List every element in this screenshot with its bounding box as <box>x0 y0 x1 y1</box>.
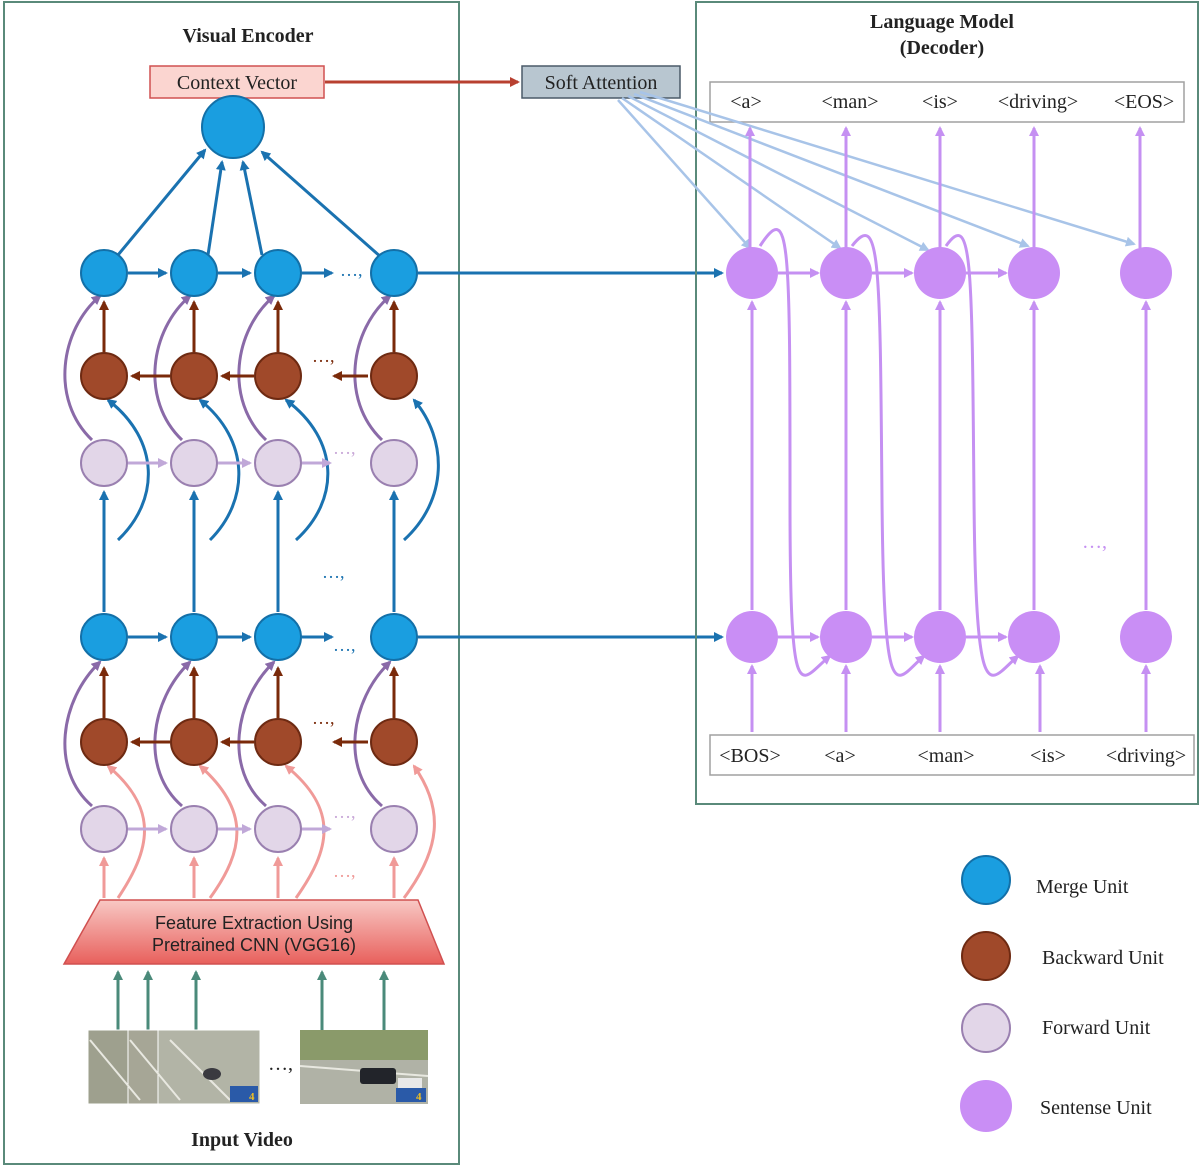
legend: Merge Unit Backward Unit Forward Unit Se… <box>960 855 1164 1132</box>
sentence-unit <box>820 611 872 663</box>
encoder-panel <box>3 1 460 1165</box>
decoder-panel <box>695 1 1199 805</box>
ellipsis-salmon: …, <box>333 861 356 881</box>
decoder-title-line1: Language Model <box>870 11 1014 33</box>
svg-text:4: 4 <box>249 1091 255 1103</box>
feature-extraction-block <box>62 899 446 965</box>
sentence-unit <box>914 611 966 663</box>
forward-unit <box>80 439 128 487</box>
ellipsis-backward-top: …, <box>312 346 335 366</box>
backward-unit <box>254 718 302 766</box>
forward-unit <box>80 805 128 853</box>
output-token-box <box>709 81 1185 123</box>
soft-attention-label: Soft Attention <box>545 72 658 94</box>
merge-unit <box>370 613 418 661</box>
forward-unit <box>370 805 418 853</box>
backward-unit <box>80 718 128 766</box>
context-vector-box <box>149 65 325 99</box>
input-video-label: Input Video <box>191 1129 293 1151</box>
input-token: <is> <box>1030 745 1066 767</box>
sentence-unit <box>1120 611 1172 663</box>
attention-arrows <box>617 90 1136 252</box>
sentence-unit <box>1008 611 1060 663</box>
legend-merge-swatch <box>961 855 1011 905</box>
svg-text:4: 4 <box>416 1091 422 1103</box>
input-token: <man> <box>918 745 975 767</box>
forward-unit <box>170 805 218 853</box>
context-aggregation-arrows <box>116 148 383 260</box>
sentence-unit <box>914 247 966 299</box>
video-frames-group-1: 4 <box>87 1029 261 1105</box>
legend-merge-label: Merge Unit <box>1036 876 1129 898</box>
merge-unit <box>170 613 218 661</box>
decoder-title-line2: (Decoder) <box>900 37 984 59</box>
ellipsis-encoder-middle: …, <box>322 562 345 582</box>
frame-input-arrows <box>113 970 389 1030</box>
forward-unit <box>170 439 218 487</box>
context-vector-label: Context Vector <box>177 72 298 94</box>
ellipsis-merge-top: …, <box>340 260 363 280</box>
decoder-sentence-arrows <box>745 126 1151 732</box>
input-token-box <box>709 734 1195 776</box>
input-token: <driving> <box>1106 745 1186 767</box>
encoder-bottom-layer: …, …, <box>63 613 436 899</box>
forward-unit <box>254 805 302 853</box>
video-frames-group-2: 4 <box>299 1030 429 1104</box>
merge-unit <box>170 249 218 297</box>
legend-forward-swatch <box>961 1003 1011 1053</box>
output-token: <EOS> <box>1114 91 1174 113</box>
output-token: <is> <box>922 91 958 113</box>
feature-extraction-line1: Feature Extraction Using <box>155 913 353 933</box>
ellipsis-merge-bottom: …, <box>333 635 356 655</box>
ellipsis-forward-top: …, <box>333 438 356 458</box>
encoder-title: Visual Encoder <box>183 25 314 47</box>
backward-unit <box>254 352 302 400</box>
legend-forward-label: Forward Unit <box>1042 1017 1151 1039</box>
backward-unit <box>170 718 218 766</box>
decoder-ellipsis: …, <box>1082 531 1107 553</box>
decoder-bottom-row <box>726 611 1172 663</box>
input-token: <BOS> <box>719 745 780 767</box>
encoder-top-layer: …, …, <box>63 249 440 612</box>
backward-unit <box>370 718 418 766</box>
backward-unit <box>80 352 128 400</box>
forward-unit <box>254 439 302 487</box>
feature-extraction-line2: Pretrained CNN (VGG16) <box>152 935 356 955</box>
backward-unit <box>370 352 418 400</box>
merge-unit <box>80 249 128 297</box>
sentence-unit <box>726 247 778 299</box>
sentence-unit <box>1008 247 1060 299</box>
merge-unit <box>80 613 128 661</box>
legend-sentence-label: Sentense Unit <box>1040 1097 1152 1119</box>
merge-unit <box>370 249 418 297</box>
input-token: <a> <box>824 745 855 767</box>
output-token: <a> <box>730 91 761 113</box>
forward-row-top <box>80 439 418 487</box>
legend-sentence-swatch <box>960 1080 1012 1132</box>
sentence-unit <box>820 247 872 299</box>
merge-unit <box>254 249 302 297</box>
context-merge-node <box>201 95 265 159</box>
backward-unit <box>170 352 218 400</box>
ellipsis-backward-bottom: …, <box>312 708 335 728</box>
frames-ellipsis: …, <box>268 1053 293 1075</box>
output-token: <man> <box>822 91 879 113</box>
legend-backward-label: Backward Unit <box>1042 947 1164 969</box>
merge-unit <box>254 613 302 661</box>
sentence-unit <box>1120 247 1172 299</box>
sentence-unit <box>726 611 778 663</box>
forward-unit <box>370 439 418 487</box>
legend-backward-swatch <box>961 931 1011 981</box>
soft-attention-box <box>521 65 681 99</box>
output-token: <driving> <box>998 91 1078 113</box>
ellipsis-forward-bottom: …, <box>333 802 356 822</box>
decoder-top-row <box>726 247 1172 299</box>
